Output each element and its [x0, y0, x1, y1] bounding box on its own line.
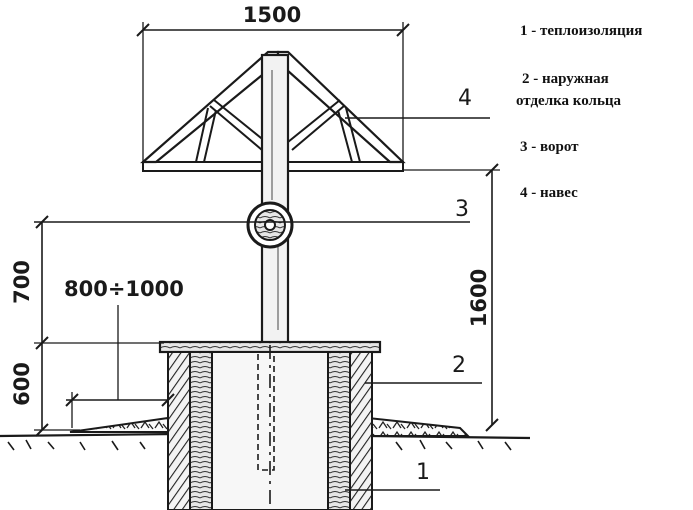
winch [246, 201, 294, 249]
callout-1-number: 1 [416, 460, 430, 485]
dim-1600-ticks [485, 163, 499, 432]
post [260, 53, 290, 347]
dimension-lines [34, 22, 500, 437]
legend-item-2-line1: 2 - наружная [522, 71, 609, 87]
dim-800-ticks [65, 393, 175, 407]
legend-item-1: 1 - теплоизоляция [520, 23, 643, 39]
callout-3-number: 3 [455, 197, 469, 222]
dim-1500-label: 1500 [243, 3, 301, 27]
dim-1600-label: 1600 [467, 269, 491, 327]
outer-finish-right [349, 351, 373, 510]
blind-area-left [69, 416, 178, 433]
ground [0, 416, 531, 451]
dim-1500-ticks [136, 23, 410, 37]
ring-wall-right [327, 351, 351, 510]
dim-800-1000-label: 800÷1000 [64, 277, 184, 301]
ground-line [0, 432, 531, 440]
dim-700-label: 700 [10, 260, 34, 304]
callout-4-number: 4 [458, 86, 472, 111]
outer-finish-left [167, 351, 191, 510]
roof-right-brace [287, 99, 361, 163]
dim-vert-ticks [35, 215, 49, 437]
blind-area-right [367, 416, 471, 437]
bucket-chain [257, 351, 275, 471]
legend-item-3: 3 - ворот [520, 139, 579, 155]
legend-item-4: 4 - навес [520, 185, 578, 201]
callout-2-number: 2 [452, 353, 466, 378]
roof-left-brace [195, 99, 267, 163]
ring-wall-left [189, 351, 213, 510]
ground-texture [7, 439, 512, 451]
well-ring [167, 345, 373, 510]
dim-600-label: 600 [10, 362, 34, 406]
legend-item-2-line2: отделка кольца [516, 93, 622, 109]
